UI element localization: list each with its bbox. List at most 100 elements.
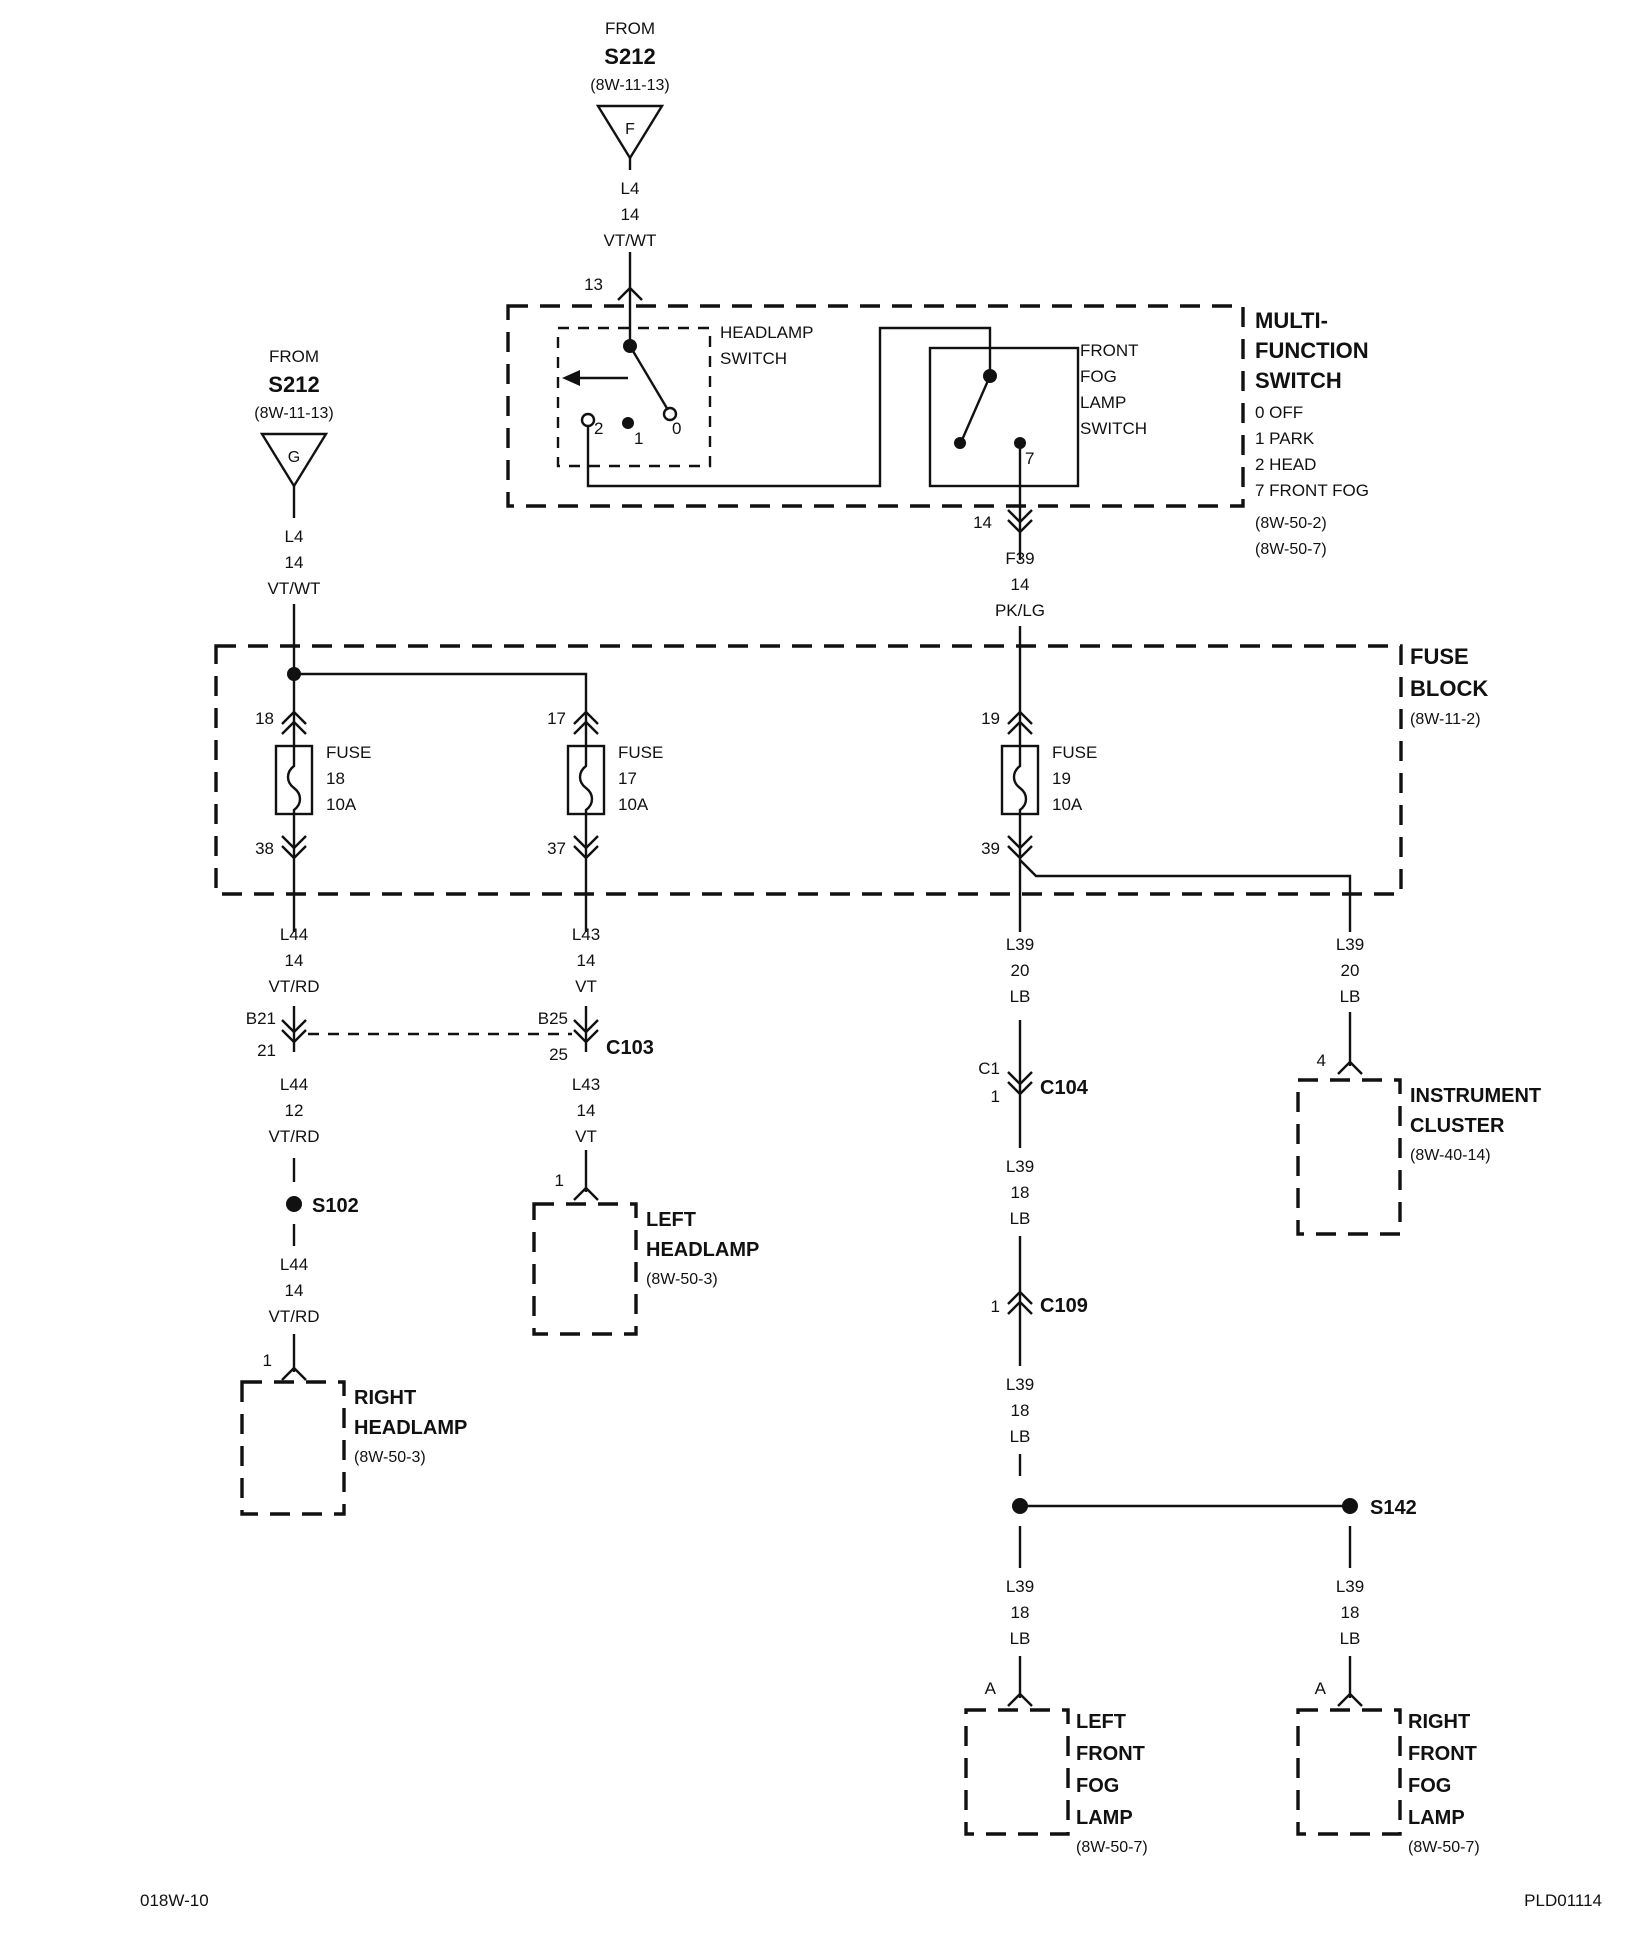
svg-text:PK/LG: PK/LG [995,601,1045,620]
wire-label-l39-c: L39 18 LB [1006,1157,1034,1228]
svg-text:0 OFF: 0 OFF [1255,403,1303,422]
svg-text:LEFT: LEFT [1076,1711,1126,1733]
svg-text:38: 38 [255,839,274,858]
wire-label-l44-a: L44 14 VT/RD [269,925,320,996]
top-source-triangle [595,104,665,161]
splice-s102-dot [286,1196,302,1212]
svg-text:L43: L43 [572,925,600,944]
svg-text:LEFT: LEFT [646,1209,696,1231]
connector-c109: 1 C109 [991,1236,1088,1366]
svg-text:12: 12 [285,1101,304,1120]
svg-text:25: 25 [549,1045,568,1064]
svg-text:BLOCK: BLOCK [1410,676,1488,701]
top-source-splice: S212 [604,44,655,69]
svg-text:14: 14 [577,1101,596,1120]
wire-label-l43-b: L43 14 VT [572,1075,600,1146]
svg-text:LAMP: LAMP [1076,1807,1133,1829]
wire-label-l44-b: L44 12 VT/RD [269,1075,320,1146]
svg-text:SWITCH: SWITCH [720,349,787,368]
svg-text:B25: B25 [538,1009,568,1028]
footer-right: PLD01114 [1524,1891,1602,1910]
svg-text:L39: L39 [1006,935,1034,954]
splice-s142: S142 [1370,1497,1417,1519]
svg-text:L44: L44 [280,1075,308,1094]
svg-text:14: 14 [285,1281,304,1300]
svg-text:18: 18 [1011,1401,1030,1420]
fog-switch-blade [960,375,992,441]
svg-text:L44: L44 [280,925,308,944]
svg-text:FRONT: FRONT [1076,1743,1145,1765]
svg-text:FOG: FOG [1408,1775,1451,1797]
wire-label-l43-a: L43 14 VT [572,925,600,996]
svg-text:A: A [985,1679,997,1698]
fog-switch-position: 7 [1025,449,1034,468]
multifunction-switch-box [506,304,1245,508]
wire-label-l39-b: L39 20 LB [1336,935,1364,1006]
svg-text:1: 1 [991,1297,1000,1316]
wire-label-l39-d: L39 18 LB [1006,1375,1034,1446]
wire-label-l39-a: L39 20 LB [1006,935,1034,1006]
svg-text:0: 0 [672,419,681,438]
svg-text:1 PARK: 1 PARK [1255,429,1315,448]
svg-text:18: 18 [326,769,345,788]
svg-text:CLUSTER: CLUSTER [1410,1115,1505,1137]
svg-text:LAMP: LAMP [1080,393,1126,412]
splice-s102: S102 [312,1195,359,1217]
svg-text:LB: LB [1010,1427,1031,1446]
left-source-ref: (8W-11-13) [254,405,333,422]
left-headlamp: 1 LEFT HEADLAMP (8W-50-3) [532,1150,759,1336]
svg-text:18: 18 [1341,1603,1360,1622]
svg-text:14: 14 [285,951,304,970]
svg-text:(8W-50-3): (8W-50-3) [646,1271,718,1288]
svg-text:LB: LB [1010,1629,1031,1648]
multifunction-switch-refs: (8W-50-2) (8W-50-7) [1255,515,1327,558]
wire-label-l39-f: L39 18 LB [1336,1577,1364,1648]
fuse-18: 18 38 FUSE 18 10A [255,709,371,932]
svg-text:F39: F39 [1005,549,1034,568]
svg-text:18: 18 [1011,1603,1030,1622]
headlamp-switch-label: HEADLAMP SWITCH [720,323,814,368]
wire-label-f39: F39 14 PK/LG [995,549,1045,620]
left-source-triangle [259,432,329,489]
top-source-letter: F [625,121,635,138]
fog-lamp-switch-label: FRONT FOG LAMP SWITCH [1080,341,1147,438]
top-source-ref: (8W-11-13) [590,77,669,94]
svg-text:RIGHT: RIGHT [1408,1711,1470,1733]
svg-text:19: 19 [1052,769,1071,788]
svg-text:FRONT: FRONT [1080,341,1139,360]
svg-text:L39: L39 [1006,1375,1034,1394]
svg-text:SWITCH: SWITCH [1255,368,1342,393]
svg-text:(8W-50-7): (8W-50-7) [1076,1839,1148,1856]
svg-text:HEADLAMP: HEADLAMP [720,323,814,342]
connector-c104-name: C104 [1040,1077,1089,1099]
svg-text:L39: L39 [1336,935,1364,954]
svg-text:VT/RD: VT/RD [269,1307,320,1326]
connector-c104: C1 1 C104 [978,1020,1089,1148]
svg-text:FUSE: FUSE [1052,743,1097,762]
footer-left: 018W-10 [140,1891,209,1910]
top-source-from: FROM [605,19,655,38]
svg-text:FUSE: FUSE [326,743,371,762]
svg-text:17: 17 [618,769,637,788]
svg-text:FRONT: FRONT [1408,1743,1477,1765]
svg-text:B21: B21 [246,1009,276,1028]
switch-pin-out: 14 [973,513,992,532]
svg-text:20: 20 [1341,961,1360,980]
svg-text:LB: LB [1010,1209,1031,1228]
svg-text:L4: L4 [285,527,304,546]
fuse-19: 39 19 FUSE 19 10A [981,709,1097,932]
svg-text:L39: L39 [1006,1577,1034,1596]
svg-text:10A: 10A [326,795,357,814]
svg-text:LB: LB [1340,1629,1361,1648]
right-front-fog-lamp: A RIGHT FRONT FOG LAMP (8W-50-7) [1296,1656,1480,1856]
svg-text:(8W-50-7): (8W-50-7) [1255,541,1327,558]
svg-text:VT: VT [575,1127,597,1146]
headlamp-switch-box [556,326,712,468]
svg-text:FUSE: FUSE [618,743,663,762]
svg-text:FOG: FOG [1076,1775,1119,1797]
fog-lamp-switch-box [928,346,1080,488]
svg-text:VT/WT: VT/WT [604,231,657,250]
svg-text:(8W-50-3): (8W-50-3) [354,1449,426,1466]
svg-text:(8W-40-14): (8W-40-14) [1410,1147,1491,1164]
